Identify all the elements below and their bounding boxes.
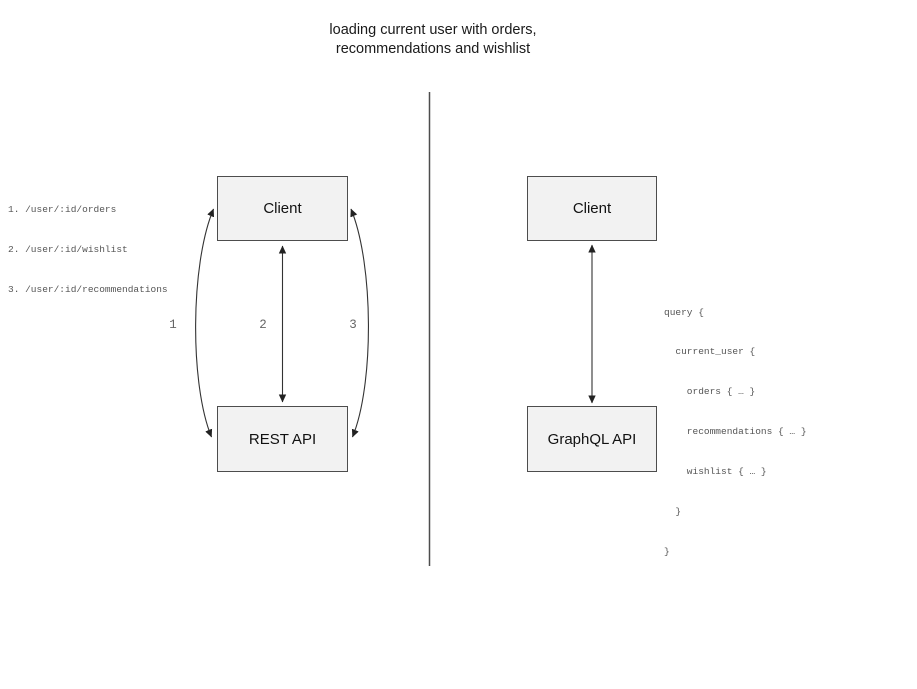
rest-client-label: Client (263, 200, 302, 217)
rest-client-node: Client (217, 176, 348, 241)
rest-endpoint-item: 1. /user/:id/orders (8, 203, 117, 215)
graphql-api-label: GraphQL API (547, 430, 637, 448)
graphql-query-line: recommendations { … } (664, 426, 807, 438)
rest-endpoint-item: 3. /user/:id/recommendations (8, 284, 168, 296)
diagram-title-line2: recommendations and wishlist (335, 41, 531, 57)
graphql-query-line: } (664, 545, 670, 557)
diagram-title: loading current user with orders, recomm… (283, 21, 583, 59)
graphql-query-line: } (664, 506, 682, 518)
graphql-query-line: current_user { (664, 346, 756, 358)
rest-arrow-2-label: 2 (259, 318, 267, 332)
rest-endpoints-list: 1. /user/:id/orders 2. /user/:id/wishlis… (8, 176, 168, 323)
graphql-query-line: orders { … } (664, 386, 756, 398)
rest-api-node: REST API (217, 406, 348, 472)
rest-api-label: REST API (248, 430, 317, 448)
graphql-api-node: GraphQL API (527, 406, 657, 472)
rest-arrow-1-curve (195, 208, 215, 438)
diagram-title-line1: loading current user with orders, (329, 22, 537, 38)
rest-arrow-3-label: 3 (349, 318, 357, 332)
graphql-query-line: query { (664, 306, 704, 318)
graphql-client-label: Client (572, 200, 612, 217)
graphql-client-node: Client (527, 176, 657, 241)
graphql-query-line: wishlist { … } (664, 466, 767, 478)
rest-endpoint-item: 2. /user/:id/wishlist (8, 244, 128, 256)
graphql-query-snippet: query { current_user { orders { … } reco… (664, 279, 807, 585)
rest-arrow-1-label: 1 (169, 318, 177, 332)
